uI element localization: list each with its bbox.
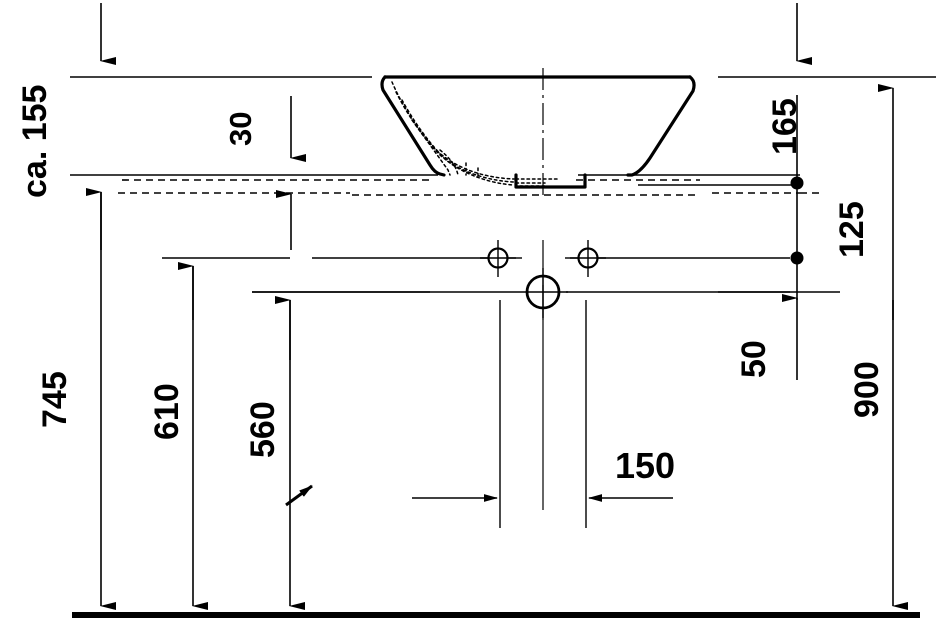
dimension-label-150: 150: [615, 445, 675, 486]
dimension-150: 150: [412, 300, 675, 528]
dimension-610: 610: [148, 257, 290, 610]
dimension-30: 30: [223, 96, 306, 250]
dimension-label-560: 560: [244, 401, 282, 458]
dimension-125: 125: [796, 183, 871, 300]
connection-point-upper: [790, 176, 804, 190]
dimension-ca155: ca. 155: [16, 3, 116, 250]
dimension-label-ca155: ca. 155: [16, 85, 54, 198]
dimension-label-50: 50: [735, 340, 773, 378]
basin-hidden-detail: [391, 81, 561, 187]
hidden-outline-dashed: [118, 179, 820, 196]
dimension-label-30: 30: [223, 112, 258, 146]
dimension-label-745: 745: [36, 371, 74, 428]
dimension-560: 560: [244, 291, 430, 610]
dimension-label-900: 900: [848, 361, 886, 418]
basin-outline: [380, 75, 696, 189]
dimension-50: 50: [718, 291, 840, 380]
fixing-hole-right: [570, 240, 606, 277]
dimension-label-610: 610: [148, 383, 186, 440]
dimension-label-165: 165: [766, 98, 804, 155]
fixing-hole-left: [480, 240, 516, 277]
dimension-label-125: 125: [833, 201, 871, 258]
floor-line: [72, 612, 920, 618]
waste-outlet: [518, 268, 568, 318]
dimension-745: 745: [36, 192, 116, 610]
connection-point-lower: [790, 251, 804, 265]
dimension-165: 165: [766, 3, 812, 183]
hole-axis-lines: [252, 257, 790, 293]
dimension-900: 900: [848, 84, 908, 610]
